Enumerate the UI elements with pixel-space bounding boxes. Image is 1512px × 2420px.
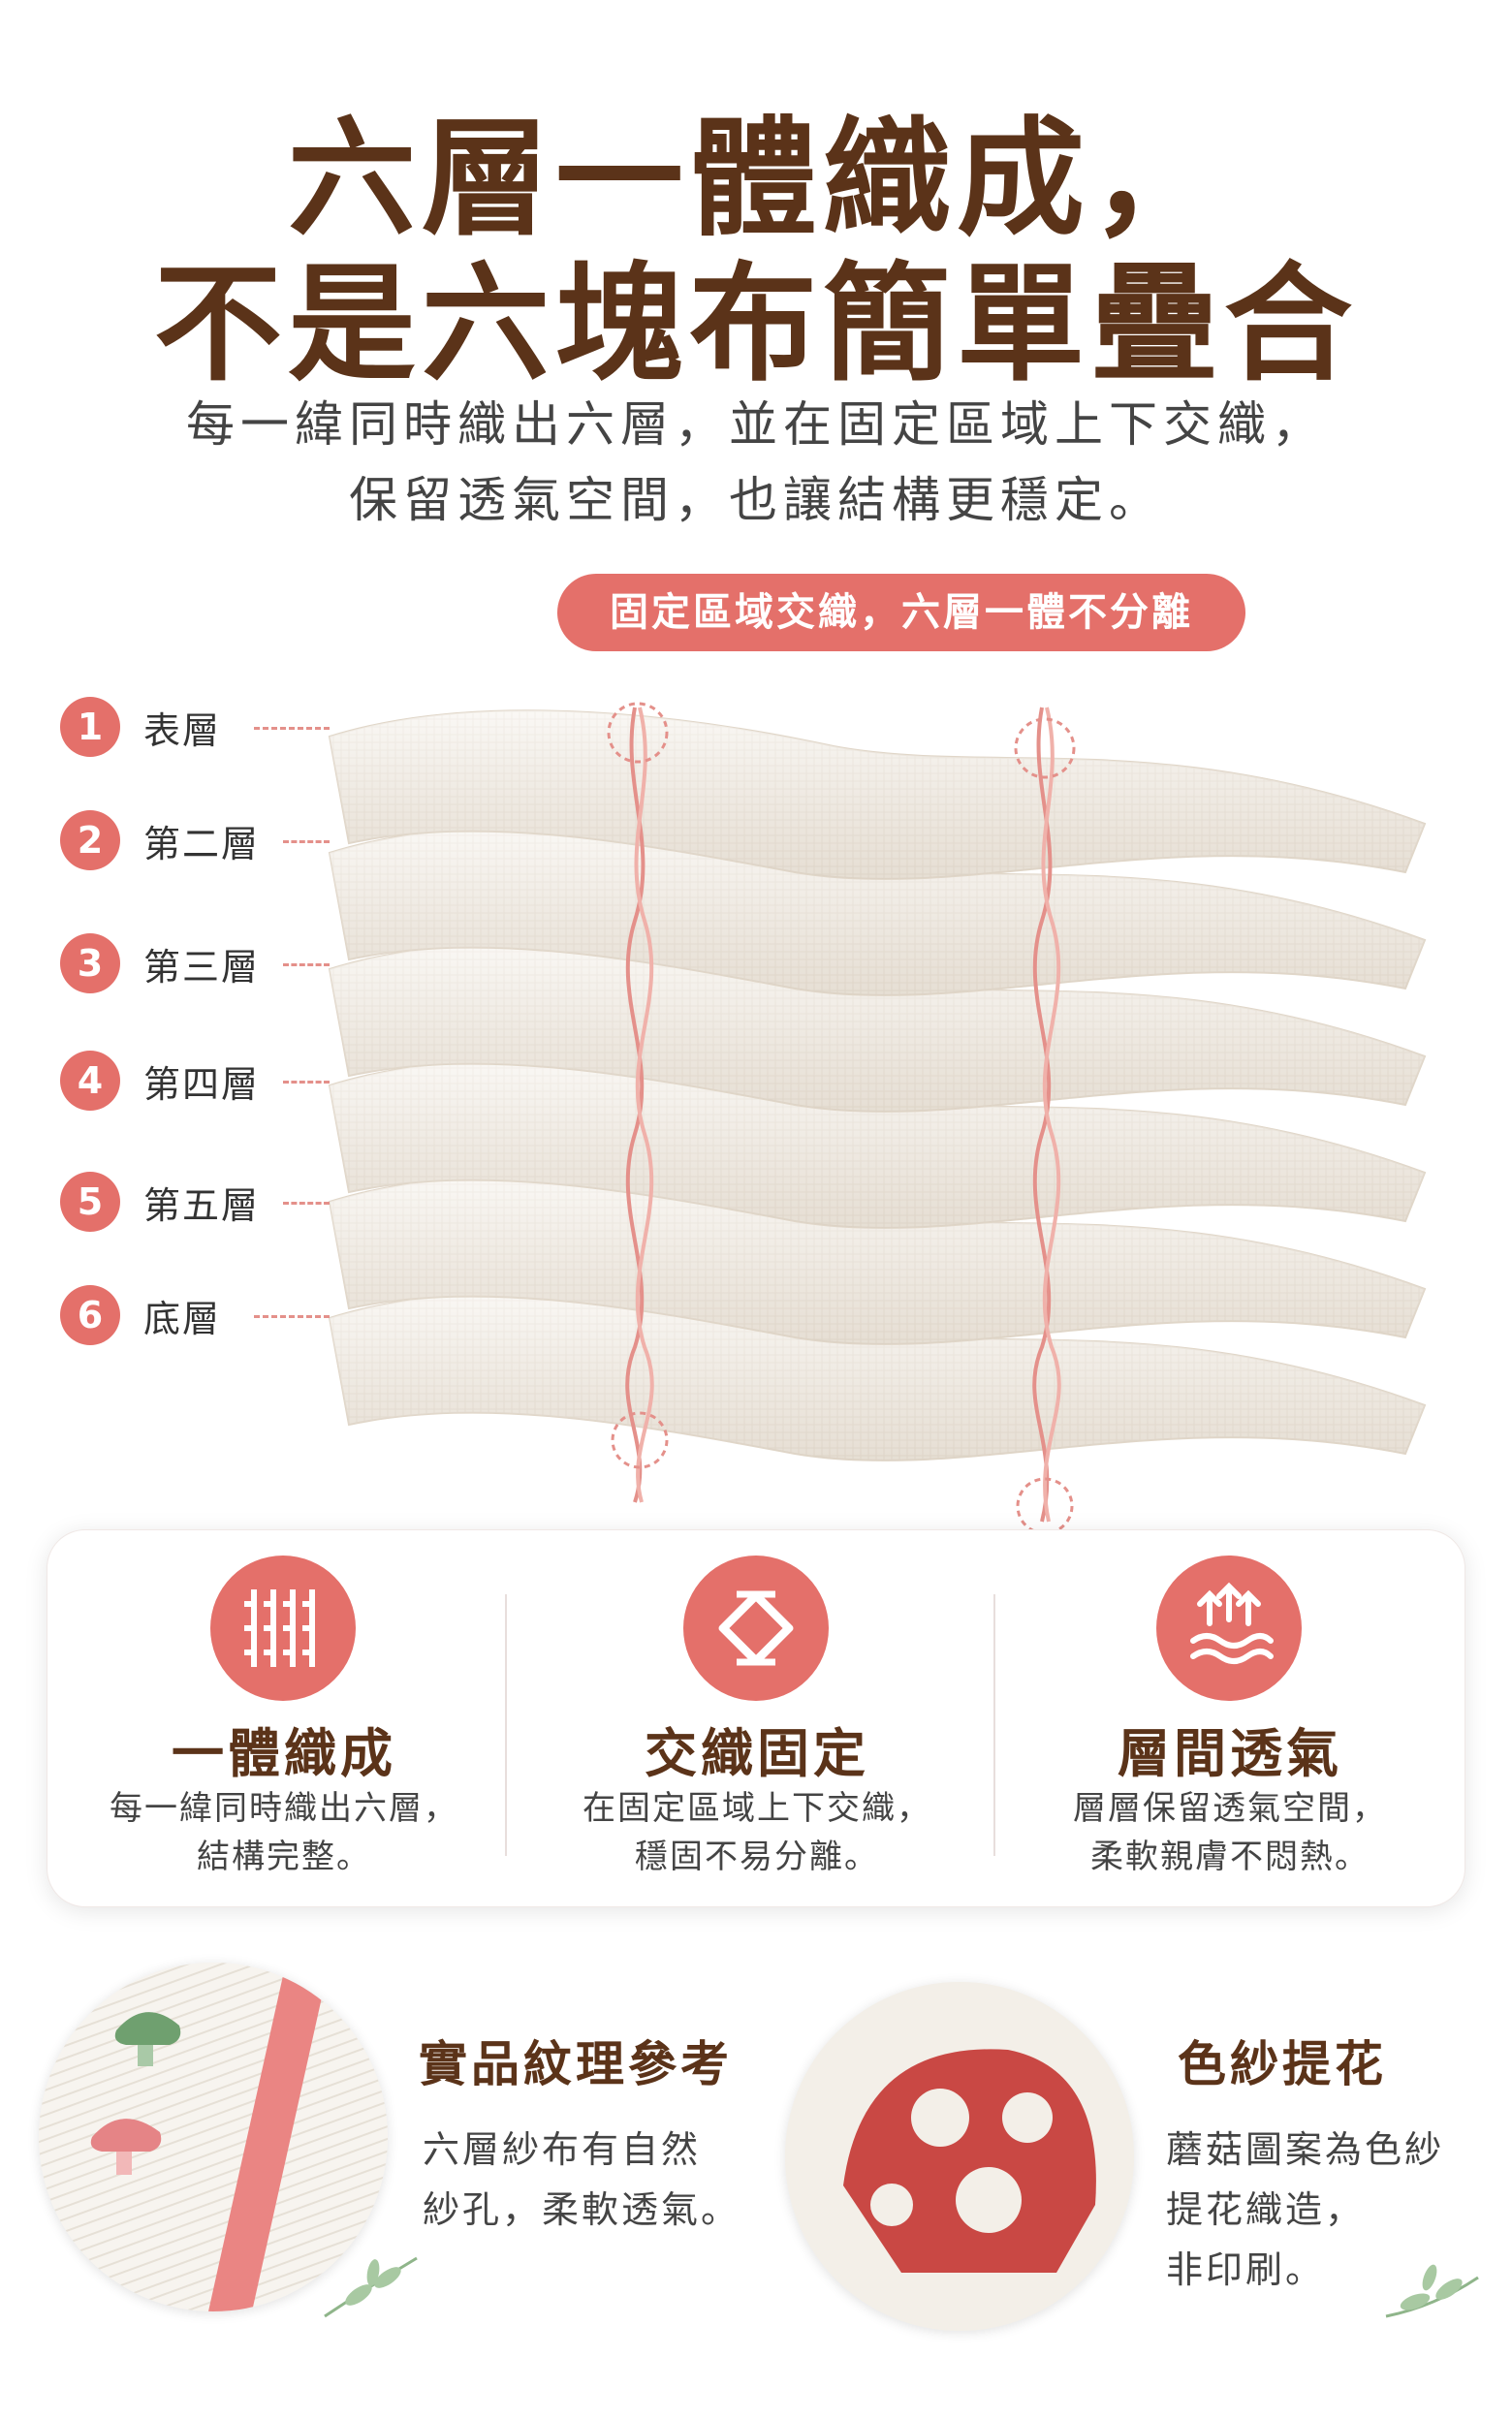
interweave-marker-top-left <box>607 702 669 764</box>
feature-interweave-fixed: 交織固定 在固定區域上下交織， 穩固不易分離。 <box>520 1530 993 1908</box>
layer-label-4: 4 第四層 <box>60 1050 260 1112</box>
layer-name: 第四層 <box>143 1062 261 1106</box>
layer-leader-line <box>254 727 330 730</box>
jacquard-desc: 蘑菇圖案為色紗 提花織造， 非印刷。 <box>1166 2128 1445 2291</box>
jacquard-title: 色紗提花 <box>1178 2036 1387 2092</box>
feature-title: 一體織成 <box>172 1723 396 1784</box>
fabric-sheet-shade-6 <box>330 1292 1425 1461</box>
layer-label-5: 5 第五層 <box>60 1171 260 1233</box>
divider <box>505 1594 507 1856</box>
layer-number-badge: 6 <box>60 1285 120 1345</box>
interweave-thread-right <box>1032 707 1053 1523</box>
interweave-marker-bottom-left <box>611 1411 669 1469</box>
green-mushroom-icon <box>114 2012 181 2066</box>
texture-reference-title: 實品紋理參考 <box>419 2036 733 2092</box>
layer-name: 表層 <box>143 708 222 752</box>
interweave-callout-pill: 固定區域交織，六層一體不分離 <box>557 574 1245 651</box>
leaf-icon <box>1385 2264 1479 2318</box>
fabric-layers-illustration <box>328 702 1427 1535</box>
layer-label-2: 2 第二層 <box>60 809 260 871</box>
layer-leader-line <box>283 1081 330 1084</box>
feature-desc: 每一緯同時織出六層， 結構完整。 <box>110 1789 458 1876</box>
weave-grid-icon <box>210 1556 356 1701</box>
fabric-sheet-shade-3 <box>330 943 1425 1112</box>
feature-title: 層間透氣 <box>1118 1723 1342 1784</box>
layer-number-badge: 4 <box>60 1051 120 1111</box>
airflow-icon <box>1156 1556 1302 1701</box>
subtitle-line1: 每一緯同時織出六層，並在固定區域上下交織， <box>186 396 1326 453</box>
red-mushroom-icon <box>90 2119 162 2175</box>
knot-icon <box>683 1556 829 1701</box>
subtitle-line2: 保留透氣空間，也讓結構更穩定。 <box>349 472 1163 528</box>
interweave-marker-bottom-right <box>1016 1477 1074 1535</box>
layer-name: 第三層 <box>143 945 261 989</box>
fabric-sheet-shade-2 <box>330 827 1425 995</box>
jacquard-mushroom-photo <box>785 1982 1134 2331</box>
interweave-thread-left <box>625 707 646 1503</box>
layer-leader-line <box>283 963 330 966</box>
interweave-thread-left-2 <box>634 707 654 1503</box>
layer-number-badge: 1 <box>60 697 120 757</box>
layer-label-6: 6 底層 <box>60 1284 221 1346</box>
layer-label-3: 3 第三層 <box>60 932 260 994</box>
feature-title: 交織固定 <box>645 1723 869 1784</box>
layer-number-badge: 3 <box>60 933 120 993</box>
texture-reference-desc: 六層紗布有自然 紗孔，柔軟透氣。 <box>423 2128 741 2231</box>
layer-leader-line <box>283 1202 330 1205</box>
feature-desc: 在固定區域上下交織， 穩固不易分離。 <box>583 1789 931 1876</box>
fabric-sheet-shade-5 <box>330 1176 1425 1344</box>
main-title-line2: 不是六塊布簡單疊合 <box>154 249 1358 399</box>
layer-name: 底層 <box>143 1297 222 1340</box>
fabric-sheet-shade-4 <box>330 1059 1425 1228</box>
layer-number-badge: 2 <box>60 810 120 870</box>
main-title-line1: 六層一體織成， <box>288 104 1224 254</box>
layer-number-badge: 5 <box>60 1172 120 1232</box>
layer-leader-line <box>254 1315 330 1318</box>
layer-name: 第二層 <box>143 822 261 865</box>
feature-card: 一體織成 每一緯同時織出六層， 結構完整。 交織固定 在固定區域上下交織， 穩固… <box>47 1529 1465 1907</box>
divider <box>993 1594 995 1856</box>
interweave-thread-right-2 <box>1041 707 1061 1523</box>
layer-label-1: 1 表層 <box>60 696 221 758</box>
feature-integrated-weave: 一體織成 每一緯同時織出六層， 結構完整。 <box>47 1530 520 1908</box>
fabric-texture-photo <box>39 1963 388 2311</box>
leaf-icon <box>324 2256 418 2318</box>
fabric-sheet-shade-1 <box>330 710 1425 879</box>
feature-desc: 層層保留透氣空間， 柔軟親膚不悶熱。 <box>1073 1789 1387 1876</box>
layer-leader-line <box>283 840 330 843</box>
feature-breathable-layers: 層間透氣 層層保留透氣空間， 柔軟親膚不悶熱。 <box>993 1530 1466 1908</box>
layer-name: 第五層 <box>143 1183 261 1227</box>
interweave-marker-top-right <box>1014 717 1076 779</box>
